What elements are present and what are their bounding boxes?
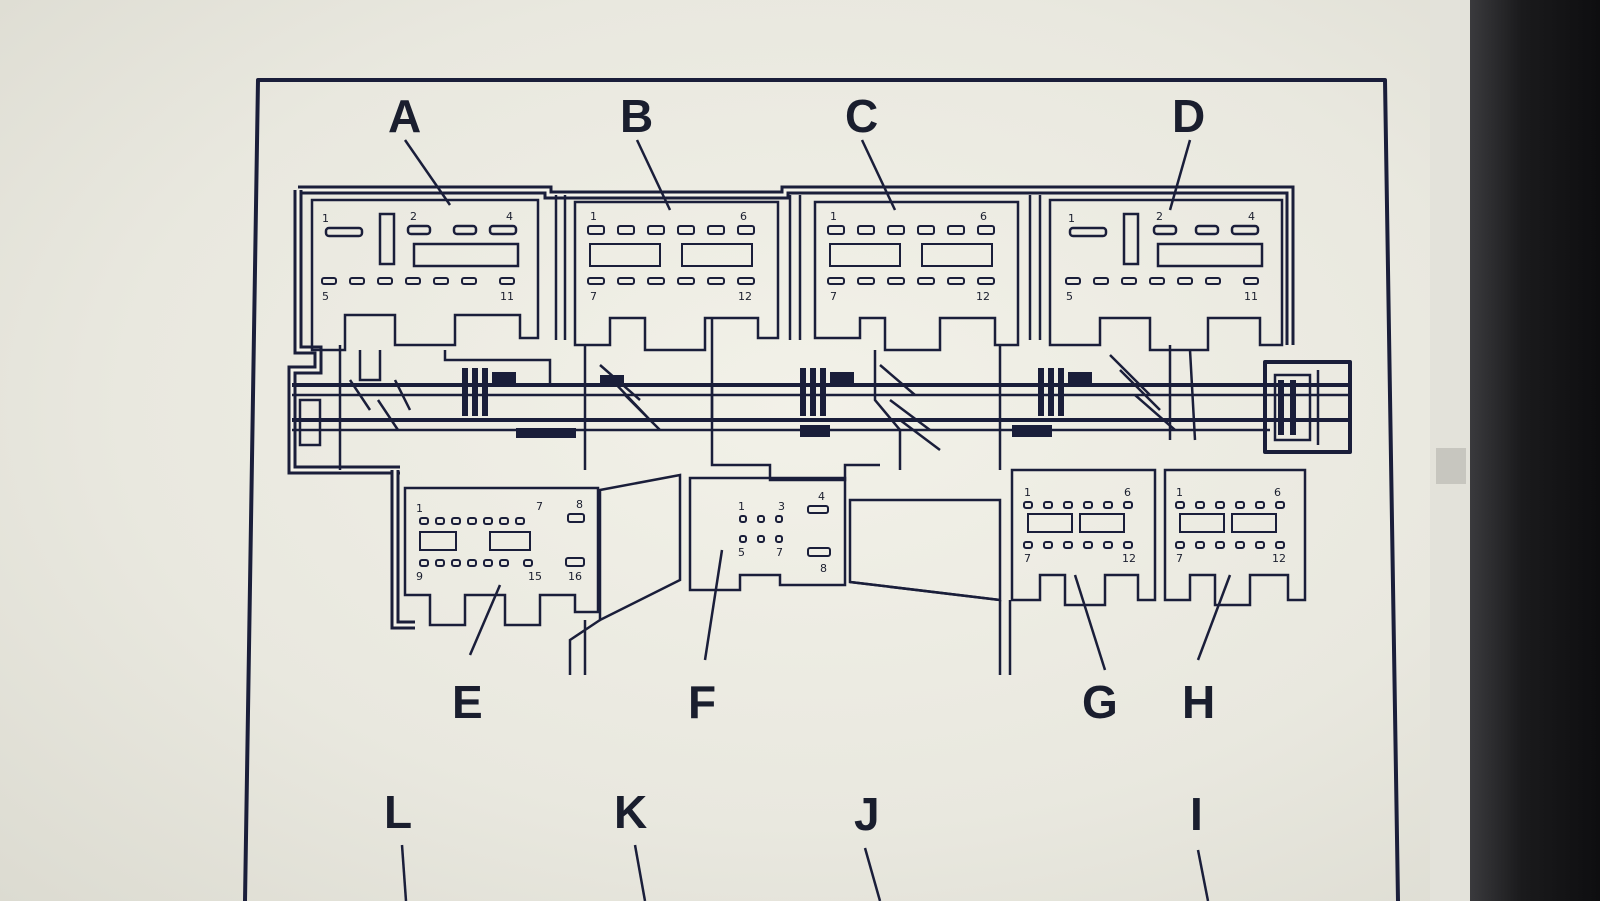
pin-c-6: 6 — [980, 210, 987, 223]
label-e: E — [452, 676, 483, 728]
pin-e-15: 15 — [528, 570, 542, 583]
pin-c-7: 7 — [830, 290, 837, 303]
pin-f-5: 5 — [738, 546, 745, 559]
connector-a[interactable]: 1 2 4 5 11 — [310, 198, 540, 352]
connector-h[interactable]: 1 6 7 12 — [1163, 468, 1307, 607]
lower-housing — [390, 470, 1012, 675]
pin-e-16: 16 — [568, 570, 582, 583]
label-j: J — [854, 788, 880, 840]
label-h: H — [1182, 676, 1215, 728]
label-k: K — [614, 786, 647, 838]
pin-g-7: 7 — [1024, 552, 1031, 565]
screen-background — [0, 0, 1470, 901]
pin-f-4: 4 — [818, 490, 825, 503]
pin-g-1: 1 — [1024, 486, 1031, 499]
pin-a-5: 5 — [322, 290, 329, 303]
pin-d-2: 2 — [1156, 210, 1163, 223]
pin-b-12: 12 — [738, 290, 752, 303]
label-i: I — [1190, 788, 1203, 840]
pin-h-1: 1 — [1176, 486, 1183, 499]
diagram-frame — [243, 78, 1400, 901]
connector-e[interactable]: 1 7 8 9 15 16 — [403, 486, 600, 627]
pin-e-1: 1 — [416, 502, 423, 515]
pin-g-6: 6 — [1124, 486, 1131, 499]
connector-f[interactable]: 1 3 4 5 7 8 — [688, 476, 847, 592]
monitor-bezel — [1470, 0, 1600, 901]
fuse-block-diagram: 1 2 4 5 11 1 6 7 12 — [243, 78, 1400, 901]
pin-d-11: 11 — [1244, 290, 1258, 303]
pin-e-9: 9 — [416, 570, 423, 583]
label-c: C — [845, 90, 878, 142]
pin-d-5: 5 — [1066, 290, 1073, 303]
leader-lines — [400, 139, 1232, 901]
pin-b-6: 6 — [740, 210, 747, 223]
bus-rail — [292, 318, 1352, 482]
label-a: A — [388, 90, 421, 142]
label-b: B — [620, 90, 653, 142]
pin-a-1: 1 — [322, 212, 329, 225]
pin-g-12: 12 — [1122, 552, 1136, 565]
pin-h-12: 12 — [1272, 552, 1286, 565]
connector-d[interactable]: 1 2 4 5 11 — [1048, 198, 1284, 352]
label-f: F — [688, 676, 716, 728]
connector-b[interactable]: 1 6 7 12 — [573, 200, 780, 352]
pin-b-1: 1 — [590, 210, 597, 223]
pin-c-12: 12 — [976, 290, 990, 303]
upper-housing — [287, 185, 1295, 475]
pin-f-8: 8 — [820, 562, 827, 575]
pin-e-8: 8 — [576, 498, 583, 511]
pin-a-11: 11 — [500, 290, 514, 303]
pin-d-1: 1 — [1068, 212, 1075, 225]
pin-f-7: 7 — [776, 546, 783, 559]
pin-h-6: 6 — [1274, 486, 1281, 499]
connector-g[interactable]: 1 6 7 12 — [1010, 468, 1157, 607]
pin-a-2: 2 — [410, 210, 417, 223]
label-d: D — [1172, 90, 1205, 142]
scrollbar-thumb[interactable] — [1436, 448, 1466, 484]
pin-a-4: 4 — [506, 210, 513, 223]
label-l: L — [384, 786, 412, 838]
pin-f-3: 3 — [778, 500, 785, 513]
pin-e-7: 7 — [536, 500, 543, 513]
pin-d-4: 4 — [1248, 210, 1255, 223]
pin-c-1: 1 — [830, 210, 837, 223]
label-g: G — [1082, 676, 1118, 728]
pin-f-1: 1 — [738, 500, 745, 513]
pin-b-7: 7 — [590, 290, 597, 303]
pin-h-7: 7 — [1176, 552, 1183, 565]
upper-dividers — [554, 195, 1042, 340]
connector-c[interactable]: 1 6 7 12 — [813, 200, 1020, 352]
